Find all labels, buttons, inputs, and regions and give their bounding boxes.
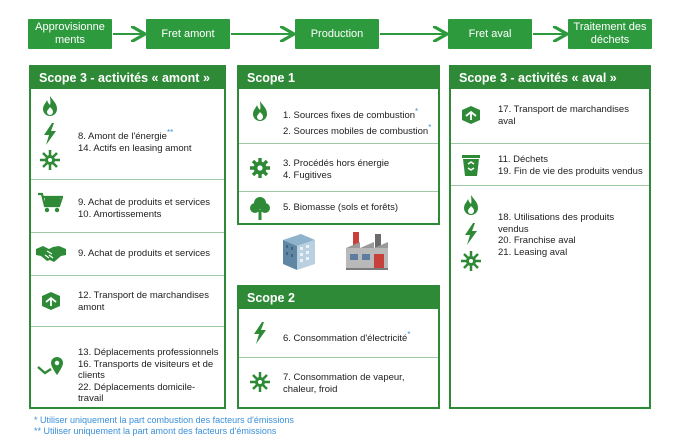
scope3-aval-transport-text: 17. Transport de marchandises aval [498,104,638,127]
lightning-icon [465,223,477,245]
item-transport-marchandises-aval: 17. Transport de marchandises aval [498,104,629,127]
scope3-amont-transport-text: 12. Transport de marchandises amont [78,290,220,313]
scope3-aval-dechets-section: 11. Déchets 19. Fin de vie des produits … [451,143,649,183]
stage-fret-aval: Fret aval [448,19,532,49]
stage-production: Production [295,19,379,49]
scope2-vapeur-section: 7. Consommation de vapeur, chaleur, froi… [239,357,438,407]
item-amont-energie: 8. Amont de l'énergie [78,131,167,143]
item-franchise-aval: 20. Franchise aval [498,235,576,246]
handshake-icon [36,246,66,262]
steam-gear-icon [40,150,60,170]
item-sources-fixes: 1. Sources fixes de combustion [283,110,416,122]
flame-icon [464,195,478,215]
scope1-combustion-section: 1. Sources fixes de combustion* 2. Sourc… [239,89,438,141]
office-building-icon [283,234,315,270]
location-pin-icon [37,357,63,375]
box-truck-icon [42,292,60,310]
item-utilisations-produits: 18. Utilisations des produits vendus [498,212,615,235]
item-transport-marchandises-amont: 12. Transport de marchandises amont [78,290,209,313]
scope1-procedes-section: 3. Procédés hors énergie 4. Fugitives [239,143,438,191]
item-consommation-electricite: 6. Consommation d'électricité [283,333,408,345]
item-achat-produits-services: 9. Achat de produits et services [78,197,211,208]
scope3-aval-utilisations-text: 18. Utilisations des produits vendus 20.… [498,212,638,258]
item-procedes-hors-energie: 3. Procédés hors énergie [283,158,390,169]
scope3-amont-achats-text: 9. Achat de produits et services 10. Amo… [78,197,220,220]
footnote-combustion: * Utiliser uniquement la part combustion… [34,415,294,425]
scope1-panel: Scope 1 1. Sources fixes de combustion* … [237,65,440,225]
item-amortissements: 10. Amortissements [78,208,162,220]
scope3-aval-transport-section: 17. Transport de marchandises aval [451,89,649,139]
scope3-amont-achat-text: 9. Achat de produits et services [78,248,220,260]
scope3-aval-dechets-text: 11. Déchets 19. Fin de vie des produits … [498,154,648,177]
scope3-amont-panel: Scope 3 - activités « amont » 8. Amont d… [29,65,226,409]
footnote-marker: * [415,107,419,116]
footnote-marker: * [407,330,411,339]
scope1-title: Scope 1 [239,67,438,89]
stage-traitement-dechets: Traitement des déchets [568,19,652,49]
scope2-electricite-text: 6. Consommation d'électricité* [283,329,438,345]
item-consommation-vapeur: 7. Consommation de vapeur, chaleur, froi… [283,372,405,395]
item-transports-visiteurs: 16. Transports de visiteurs et de client… [78,358,214,382]
scope3-amont-deplacements-section: 13. Déplacements professionnels 16. Tran… [31,326,224,407]
scope2-vapeur-text: 7. Consommation de vapeur, chaleur, froi… [283,372,423,395]
item-deplacements-domicile-travail: 22. Déplacements domicile-travail [78,381,196,405]
item-sources-mobiles: 2. Sources mobiles de combustion [283,125,429,137]
item-achat-produits-services-2: 9. Achat de produits et services [78,248,211,259]
item-biomasse: 5. Biomasse (sols et forêts) [283,202,399,213]
tree-icon [250,197,270,220]
item-leasing-aval: 21. Leasing aval [498,246,568,258]
footnote-amont: ** Utiliser uniquement la part amont des… [34,426,277,436]
factory-icon [346,232,388,270]
scope1-biomasse-section: 5. Biomasse (sols et forêts) [239,191,438,223]
item-actifs-leasing-amont: 14. Actifs en leasing amont [78,142,192,154]
box-truck-icon [462,106,480,124]
steam-gear-icon [250,372,270,392]
cart-icon [38,192,63,213]
recycle-bin-icon [462,155,480,176]
scope3-aval-utilisations-section: 18. Utilisations des produits vendus 20.… [451,185,649,290]
scope3-amont-energy-text: 8. Amont de l'énergie** 14. Actifs en le… [78,127,220,154]
flame-icon [43,96,57,116]
scope3-amont-achats-section: 9. Achat de produits et services 10. Amo… [31,179,224,223]
scope3-amont-deplacements-text: 13. Déplacements professionnels 16. Tran… [78,347,220,405]
item-deplacements-professionnels: 13. Déplacements professionnels [78,347,219,358]
stage-arrows [113,0,684,60]
stage-fret-amont: Fret amont [146,19,230,49]
scope1-procedes-text: 3. Procédés hors énergie 4. Fugitives [283,158,438,181]
scope3-aval-panel: Scope 3 - activités « aval » 17. Transpo… [449,65,651,409]
scope3-aval-title: Scope 3 - activités « aval » [451,67,649,89]
steam-gear-icon [461,251,481,271]
scope3-amont-title: Scope 3 - activités « amont » [31,67,224,89]
footnote-marker: * [428,122,432,132]
scope1-biomasse-text: 5. Biomasse (sols et forêts) [283,202,438,214]
gear-icon [250,158,270,178]
scope1-combustion-text: 1. Sources fixes de combustion* 2. Sourc… [283,106,438,137]
flame-icon [253,101,267,121]
scope3-amont-energy-section: 8. Amont de l'énergie** 14. Actifs en le… [31,89,224,174]
scope2-panel: Scope 2 6. Consommation d'électricité* 7… [237,285,440,409]
scope2-electricite-section: 6. Consommation d'électricité* [239,309,438,357]
lightning-icon [254,322,266,344]
scope2-title: Scope 2 [239,287,438,309]
scope3-amont-transport-section: 12. Transport de marchandises amont [31,275,224,323]
stage-approvisionnements: Approvisionne ments [28,19,112,49]
item-fin-de-vie: 19. Fin de vie des produits vendus [498,165,643,177]
footnote-marker: ** [166,128,174,137]
item-dechets: 11. Déchets [498,154,548,165]
scope3-amont-achat-section: 9. Achat de produits et services [31,232,224,272]
item-fugitives: 4. Fugitives [283,169,332,181]
lightning-icon [44,123,56,145]
